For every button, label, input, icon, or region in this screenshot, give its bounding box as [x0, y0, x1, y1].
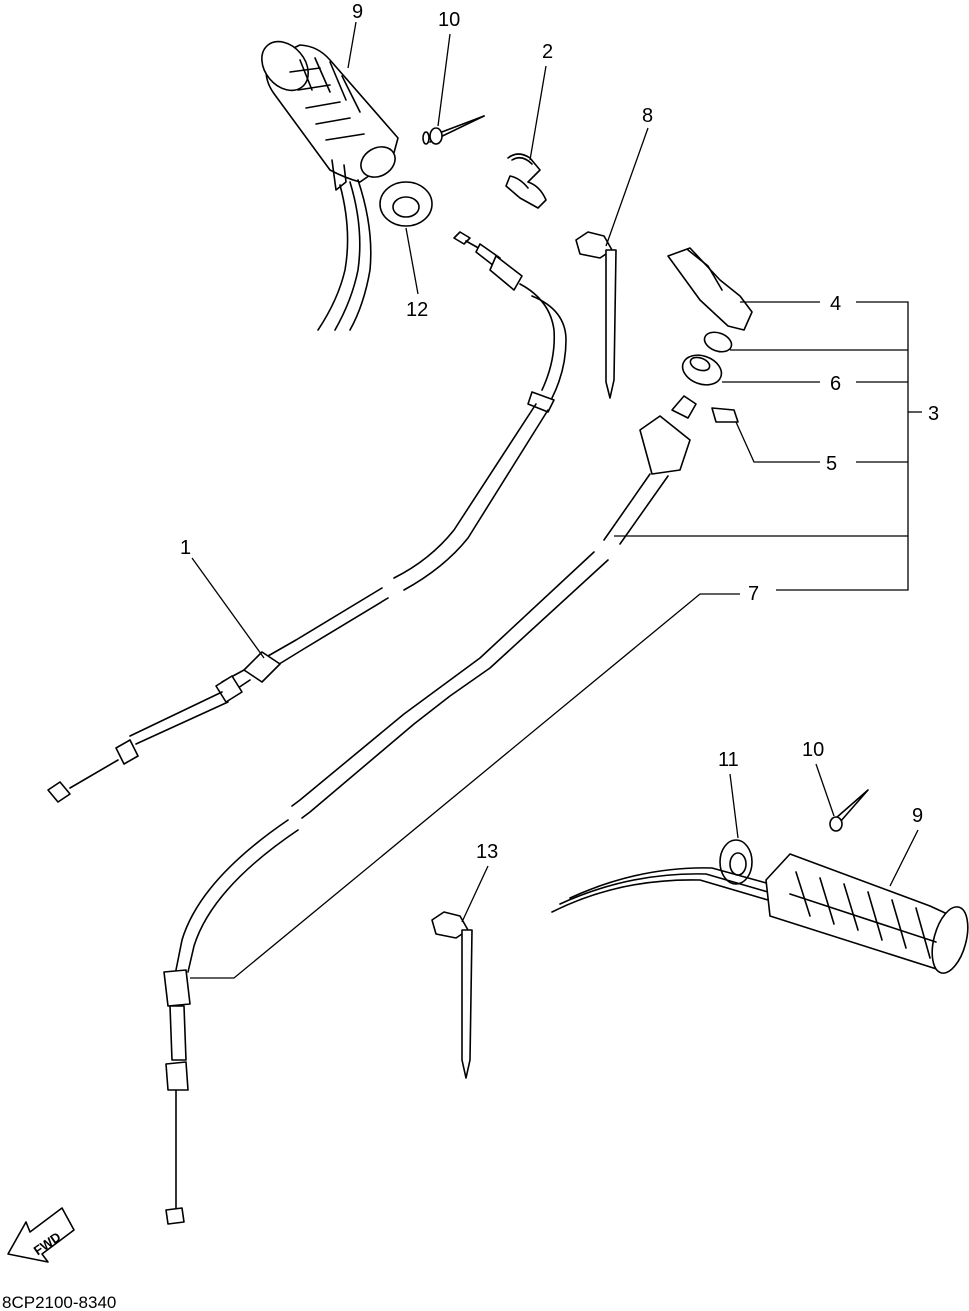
label-11: 11 [718, 749, 739, 771]
label-2: 2 [542, 41, 553, 63]
spring [505, 153, 547, 209]
cable-short [47, 231, 567, 803]
label-10-bottom: 10 [802, 739, 824, 761]
fwd-arrow-icon [7, 1207, 75, 1263]
label-10-top: 10 [438, 9, 460, 31]
label-8: 8 [642, 105, 653, 127]
clamp-bottom [431, 911, 473, 1079]
label-4: 4 [830, 293, 841, 315]
screw-bottom [829, 789, 869, 832]
leader-lines [190, 21, 922, 979]
label-7: 7 [748, 583, 759, 605]
label-3: 3 [928, 403, 939, 425]
clamp-top [575, 231, 617, 399]
label-1: 1 [180, 537, 191, 559]
drawing-code: 8CP2100-8340 [2, 1293, 116, 1311]
pin [711, 407, 739, 423]
grip-right [551, 853, 969, 974]
label-9-top: 9 [352, 1, 363, 23]
label-13: 13 [476, 841, 498, 863]
label-6: 6 [830, 373, 841, 395]
label-5: 5 [826, 453, 837, 475]
grip-left [261, 40, 399, 331]
label-9-bottom: 9 [912, 805, 923, 827]
lever-bracket [667, 247, 753, 331]
cable-long [163, 395, 697, 1225]
screw-top [422, 115, 485, 145]
label-12: 12 [406, 299, 428, 321]
ring [681, 331, 733, 386]
part-labels: 9 10 2 8 12 4 6 3 5 7 1 11 10 9 13 [180, 1, 939, 863]
collar-top [379, 181, 433, 227]
